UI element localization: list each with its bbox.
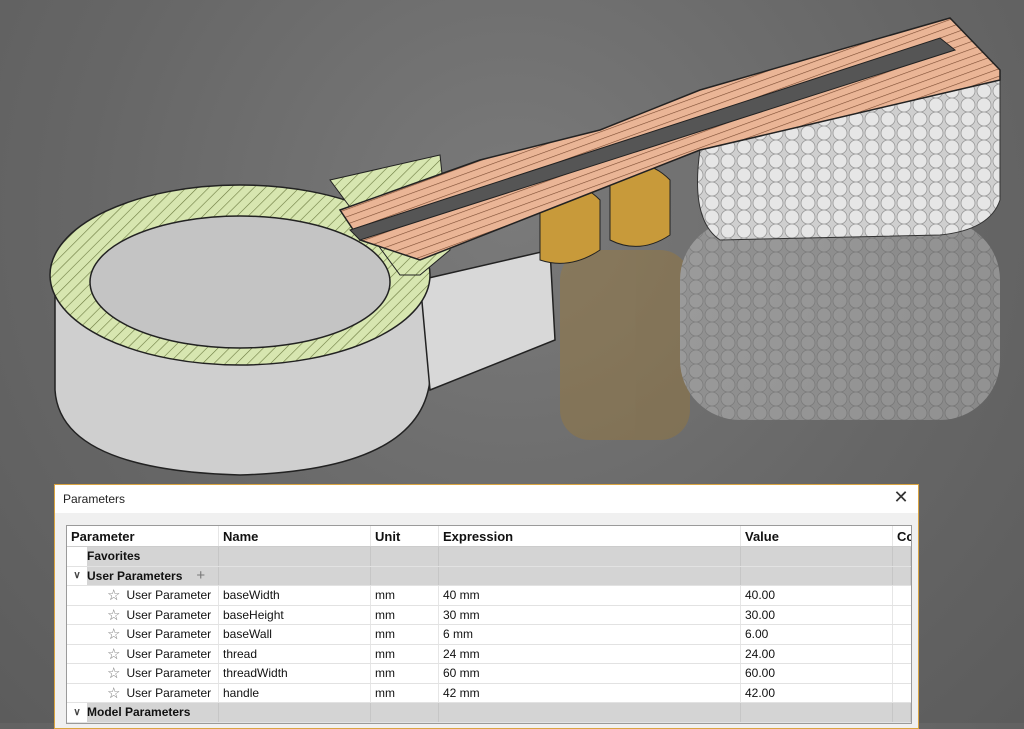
parameter-value: 30.00 [741,605,893,624]
group-label: User Parameters [87,568,183,583]
chevron-down-icon[interactable]: ∨ [73,706,81,718]
star-icon[interactable]: ☆ [107,684,121,702]
star-icon[interactable]: ☆ [107,645,121,663]
parameter-name[interactable]: baseWidth [219,586,371,605]
parameter-comment[interactable] [893,606,911,625]
parameter-expression[interactable]: 6 mm [439,625,741,644]
chevron-down-icon[interactable]: ∨ [73,570,81,582]
add-parameter-icon[interactable]: + [196,567,206,585]
parameter-name[interactable]: threadWidth [219,664,371,683]
parameters-dialog: Parameters ✕ Parameter Name Unit Express… [54,484,919,729]
parameter-expression[interactable]: 30 mm [439,605,741,624]
column-header-unit[interactable]: Unit [371,526,439,546]
parameter-expression[interactable]: 24 mm [439,644,741,663]
parameter-type: User Parameter [126,685,212,700]
parameter-type: User Parameter [126,588,212,603]
parameter-expression[interactable]: 42 mm [439,683,741,702]
parameter-comment[interactable] [893,586,911,605]
table-header: Parameter Name Unit Expression Value Co [67,526,911,547]
parameter-unit[interactable]: mm [371,605,439,624]
parameter-expression[interactable]: 60 mm [439,664,741,683]
star-icon[interactable]: ☆ [107,665,121,683]
dialog-titlebar[interactable]: Parameters ✕ [55,485,918,513]
group-user-parameters[interactable]: ∨ User Parameters + [67,566,911,586]
parameter-type: User Parameter [126,646,212,661]
parameter-unit[interactable]: mm [371,683,439,702]
parameter-name[interactable]: handle [219,683,371,702]
parameter-value: 60.00 [741,664,893,683]
dialog-title: Parameters [63,492,126,506]
parameter-type: User Parameter [126,666,212,681]
column-header-value[interactable]: Value [741,526,893,546]
group-model-parameters[interactable]: ∨ Model Parameters [67,703,911,723]
parameter-name[interactable]: baseHeight [219,605,371,624]
column-header-name[interactable]: Name [219,526,371,546]
parameter-comment[interactable] [893,664,911,683]
parameter-value: 42.00 [741,683,893,702]
parameter-comment[interactable] [893,684,911,703]
column-header-expression[interactable]: Expression [439,526,741,546]
close-icon[interactable]: ✕ [893,487,909,507]
group-label: Model Parameters [87,705,191,720]
parameter-unit[interactable]: mm [371,644,439,663]
model-reflection [560,220,1000,440]
parameters-table: Parameter Name Unit Expression Value Co … [66,525,912,724]
star-icon[interactable]: ☆ [107,626,121,644]
star-icon[interactable]: ☆ [107,606,121,624]
parameter-comment[interactable] [893,645,911,664]
shaft-section [338,17,1001,261]
parameter-type: User Parameter [126,607,212,622]
column-header-parameter[interactable]: Parameter [67,526,219,546]
parameter-type: User Parameter [126,627,212,642]
parameter-unit[interactable]: mm [371,625,439,644]
parameter-value: 40.00 [741,586,893,605]
handle-scales [697,79,1001,241]
column-header-comment[interactable]: Co [897,528,911,544]
parameter-comment[interactable] [893,625,911,644]
parameter-value: 6.00 [741,625,893,644]
group-favorites[interactable]: Favorites [67,547,911,567]
parameter-name[interactable]: baseWall [219,625,371,644]
parameter-name[interactable]: thread [219,644,371,663]
parameter-value: 24.00 [741,644,893,663]
parameter-expression[interactable]: 40 mm [439,586,741,605]
parameter-unit[interactable]: mm [371,664,439,683]
parameter-unit[interactable]: mm [371,586,439,605]
star-icon[interactable]: ☆ [107,587,121,605]
group-label: Favorites [87,549,141,564]
